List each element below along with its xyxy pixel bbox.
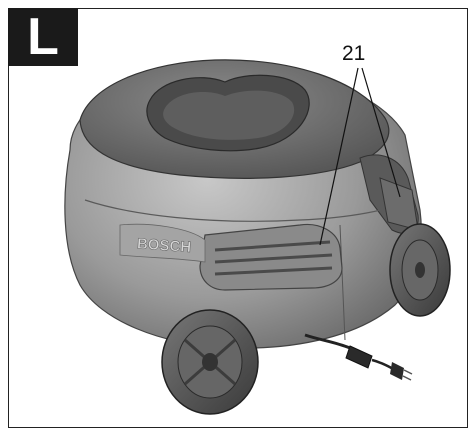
figure-tag: L: [8, 8, 78, 66]
left-wheel: [161, 309, 259, 415]
brand-logo: BOSCH: [136, 235, 191, 256]
right-wheel: [389, 223, 451, 317]
power-cord: [304, 333, 413, 381]
callout-leader-line: [319, 67, 359, 246]
callout-leader-line: [361, 67, 401, 198]
callout-number: 21: [342, 42, 366, 65]
